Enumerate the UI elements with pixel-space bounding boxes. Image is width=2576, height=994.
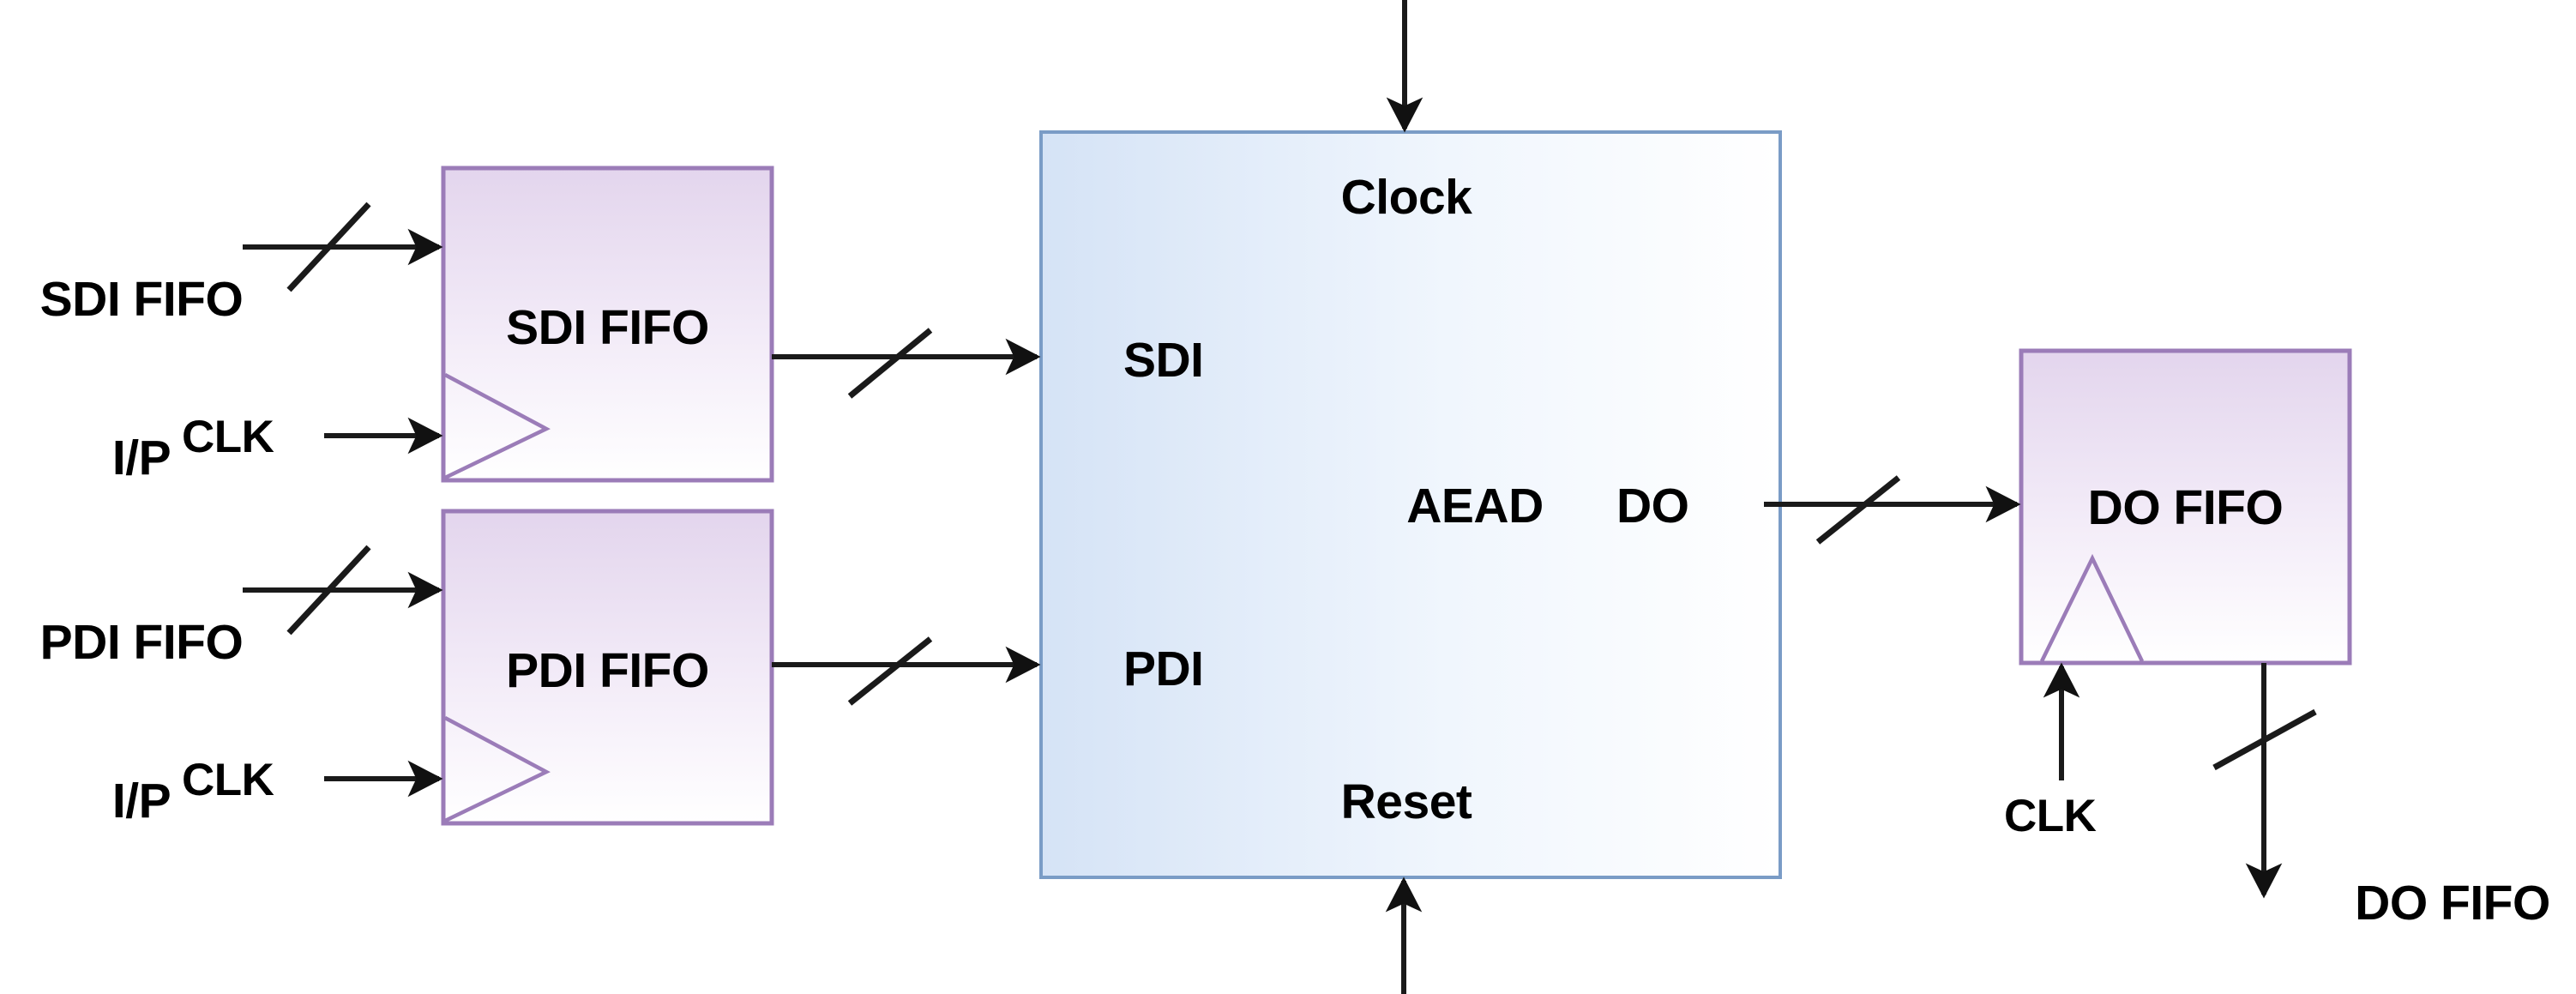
sdi-fifo-input-label-line1: SDI FIFO — [39, 272, 244, 328]
pdi-fifo-clk-label: CLK — [182, 755, 274, 805]
aead-pdi-port-label: PDI — [1123, 642, 1204, 696]
sdi-fifo-block-shape[interactable] — [441, 166, 774, 483]
sdi-to-aead-bus-slash-icon — [847, 328, 933, 399]
aead-block-shape[interactable] — [1039, 130, 1782, 879]
aead-block-title: AEAD — [1406, 479, 1544, 533]
aead-sdi-port-label: SDI — [1123, 333, 1204, 388]
pdi-fifo-input-label: PDI FIFO I/P — [0, 511, 283, 933]
do-fifo-clk-label: CLK — [2004, 791, 2097, 841]
sdi-fifo-clock-triangle-icon — [443, 373, 551, 480]
aead-reset-port-label: Reset — [1340, 774, 1472, 829]
aead-do-port-label: DO — [1616, 479, 1689, 533]
pdi-fifo-input-label-line2: I/P — [111, 773, 172, 828]
do-fifo-title: DO FIFO — [2087, 480, 2284, 535]
do-fifo-clock-triangle-icon — [2039, 553, 2145, 662]
pdi-fifo-input-label-line1: PDI FIFO — [39, 615, 244, 671]
sdi-fifo-input-label: SDI FIFO I/P — [0, 168, 283, 590]
pdi-fifo-block-shape[interactable] — [441, 509, 774, 826]
do-bus-slash-icon — [1815, 475, 1901, 545]
sdi-fifo-title: SDI FIFO — [506, 300, 709, 355]
do-fifo-block-shape[interactable] — [2019, 348, 2352, 666]
aead-clock-port-label: Clock — [1340, 170, 1472, 225]
do-fifo-output-label-line1: DO FIFO — [2355, 876, 2550, 931]
sdi-fifo-input-bus-slash-icon — [286, 202, 371, 292]
sdi-fifo-input-label-line2: I/P — [111, 430, 172, 485]
pdi-fifo-clock-triangle-icon — [443, 716, 551, 823]
pdi-fifo-input-bus-slash-icon — [286, 545, 371, 636]
sdi-fifo-clk-label: CLK — [182, 412, 274, 462]
pdi-fifo-title: PDI FIFO — [506, 643, 709, 698]
do-fifo-output-label: DO FIFO O/P — [2328, 772, 2576, 994]
pdi-to-aead-bus-slash-icon — [847, 636, 933, 706]
do-fifo-output-bus-slash-icon — [2212, 708, 2317, 771]
